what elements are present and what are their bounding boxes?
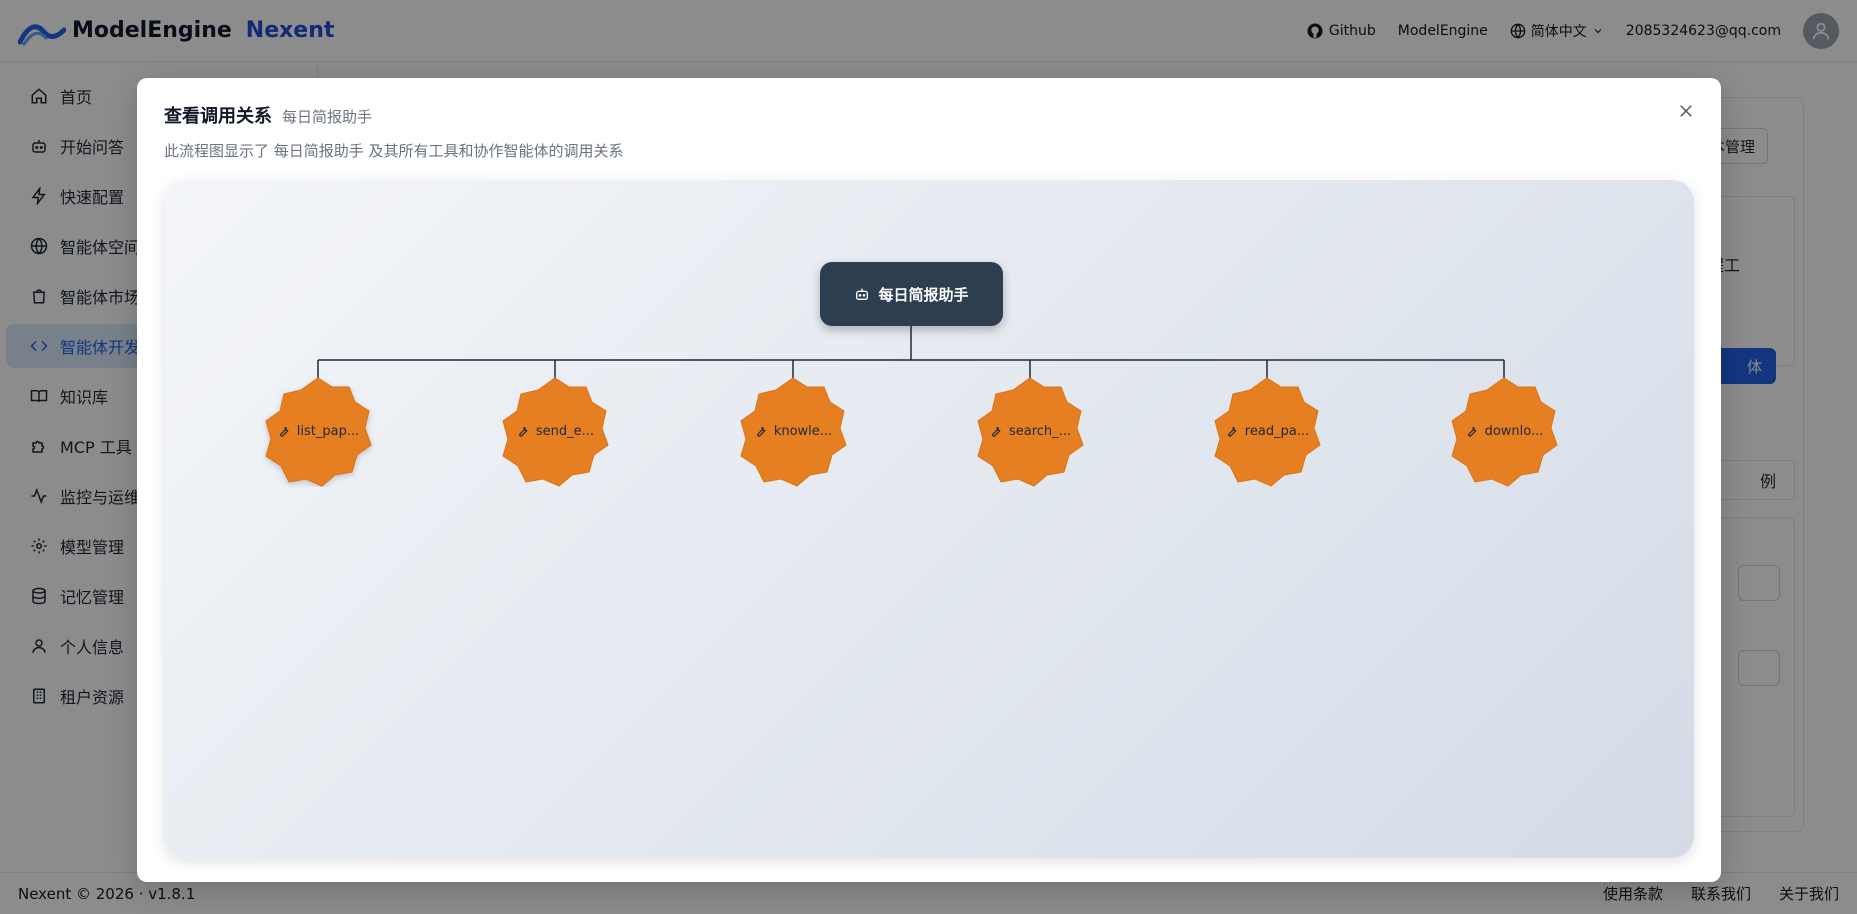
tool-node-shape — [1451, 377, 1558, 487]
modelengine-link-label: ModelEngine — [1397, 22, 1488, 39]
sidebar-item-chat[interactable]: 开始问答 — [6, 124, 311, 168]
globe-icon — [1510, 23, 1526, 38]
sidebar-item-tenant[interactable]: 租户资源 — [6, 674, 311, 718]
modal-title: 查看调用关系 — [164, 106, 272, 127]
sidebar-item-label: 个人信息 — [60, 638, 125, 657]
user-email[interactable]: 2085324623@qq.com — [1626, 23, 1781, 39]
sidebar-item-label: 智能体空间 — [60, 238, 141, 257]
logo[interactable]: ModelEngine Nexent — [18, 16, 334, 46]
database-icon — [30, 587, 48, 605]
sidebar-item-label: 模型管理 — [60, 538, 125, 557]
tool-node-shape — [265, 377, 372, 487]
user-icon — [30, 637, 48, 655]
github-icon — [1307, 23, 1323, 38]
modelengine-logo-icon — [18, 23, 66, 45]
tool-node-shape — [1214, 377, 1321, 487]
copyright: Nexent © 2026 · v1.8.1 — [18, 884, 196, 903]
sidebar-item-agent-market[interactable]: 智能体市场 — [6, 274, 311, 318]
book-icon — [30, 387, 48, 405]
product-name: Nexent — [245, 18, 335, 43]
puzzle-icon — [30, 437, 48, 455]
wrench-icon — [519, 426, 528, 437]
building-icon — [30, 687, 48, 705]
sidebar-item-agent-space[interactable]: 智能体空间 — [6, 224, 311, 268]
language-label: 简体中文 — [1530, 23, 1587, 40]
modal-description: 此流程图显示了 每日简报助手 及其所有工具和协作智能体的调用关系 — [164, 142, 624, 160]
tool-node-shape — [977, 377, 1084, 487]
tool-node[interactable]: knowle... — [737, 375, 849, 487]
sidebar-item-label: 智能体市场 — [60, 288, 141, 307]
sidebar-item-label: 知识库 — [60, 388, 109, 407]
footer-link-contact[interactable]: 联系我们 — [1690, 885, 1751, 903]
wrench-icon — [279, 426, 289, 437]
tool-node[interactable]: search_... — [974, 375, 1086, 487]
gear-icon — [30, 537, 48, 555]
top-header: ModelEngine Nexent Github ModelEngine 简体… — [0, 0, 1857, 62]
tool-node-label: list_pap... — [296, 423, 360, 439]
tool-node-label: knowle... — [773, 423, 833, 439]
sidebar-item-label: 租户资源 — [60, 688, 125, 707]
wrench-icon — [1467, 426, 1477, 437]
sidebar-item-home[interactable]: 首页 — [6, 74, 311, 118]
sidebar-item-label: 首页 — [60, 88, 93, 107]
user-avatar-icon[interactable] — [1803, 12, 1839, 49]
language-selector[interactable]: 简体中文 — [1510, 21, 1604, 41]
sidebar-item-label: MCP 工具 — [60, 438, 132, 457]
tool-node[interactable]: list_pap... — [262, 375, 374, 487]
github-link[interactable]: Github — [1306, 22, 1376, 40]
bg-input[interactable] — [1738, 565, 1780, 601]
github-link-label: Github — [1328, 22, 1376, 39]
chevron-down-icon — [1594, 28, 1602, 33]
wrench-icon — [992, 426, 1001, 437]
tool-node-shape — [740, 377, 847, 487]
root-agent-node[interactable]: 每日简报助手 — [820, 262, 1003, 326]
activity-icon — [30, 487, 48, 505]
modal-subtitle: 每日简报助手 — [282, 108, 373, 126]
tool-node-label: send_e... — [535, 423, 595, 439]
tool-node-label: search_... — [1008, 423, 1072, 439]
wrench-icon — [756, 426, 766, 437]
sidebar-item-quick-config[interactable]: 快速配置 — [6, 174, 311, 218]
tool-node-label: read_pa... — [1244, 423, 1310, 439]
tool-node-label: downlo... — [1484, 423, 1544, 439]
tool-node[interactable]: read_pa... — [1211, 375, 1323, 487]
logo-text: ModelEngine — [72, 18, 232, 43]
user-email-label: 2085324623@qq.com — [1625, 22, 1781, 39]
bag-icon — [30, 287, 48, 305]
wrench-icon — [1227, 426, 1237, 437]
sidebar-item-profile[interactable]: 个人信息 — [6, 624, 311, 668]
footer-link-about[interactable]: 关于我们 — [1778, 885, 1839, 903]
flow-connectors — [317, 326, 1505, 378]
home-icon — [30, 87, 48, 105]
tool-node[interactable]: downlo... — [1448, 375, 1560, 487]
sidebar-item-models[interactable]: 模型管理 — [6, 524, 311, 568]
call-relationship-modal: 查看调用关系 每日简报助手 此流程图显示了 每日简报助手 及其所有工具和协作智能… — [137, 78, 1721, 882]
sidebar-item-label: 监控与运维 — [60, 488, 141, 507]
sidebar-item-label: 快速配置 — [60, 188, 125, 207]
root-agent-label: 每日简报助手 — [878, 285, 969, 304]
close-icon — [1680, 105, 1692, 117]
sidebar-item-label: 智能体开发 — [60, 338, 141, 357]
modelengine-link[interactable]: ModelEngine — [1398, 23, 1488, 39]
tool-node-shape — [502, 377, 609, 487]
flow-canvas[interactable]: 每日简报助手 list_pap... send_e... knowle... — [164, 180, 1694, 858]
bot-icon — [856, 288, 869, 300]
sidebar-item-mcp[interactable]: MCP 工具 — [6, 424, 311, 468]
sidebar-item-memory[interactable]: 记忆管理 — [6, 574, 311, 618]
zap-icon — [30, 187, 48, 205]
sidebar-item-label: 开始问答 — [60, 138, 125, 157]
code-icon — [30, 337, 48, 355]
footer-link-terms[interactable]: 使用条款 — [1602, 885, 1663, 903]
tool-node[interactable]: send_e... — [499, 375, 611, 487]
sidebar-item-monitor[interactable]: 监控与运维 — [6, 474, 311, 518]
globe-icon — [30, 237, 48, 255]
bot-icon — [30, 137, 48, 155]
close-button[interactable] — [1673, 98, 1699, 124]
sidebar-item-label: 记忆管理 — [60, 588, 125, 607]
bg-input[interactable] — [1738, 650, 1780, 686]
sidebar-item-knowledge[interactable]: 知识库 — [6, 374, 311, 418]
